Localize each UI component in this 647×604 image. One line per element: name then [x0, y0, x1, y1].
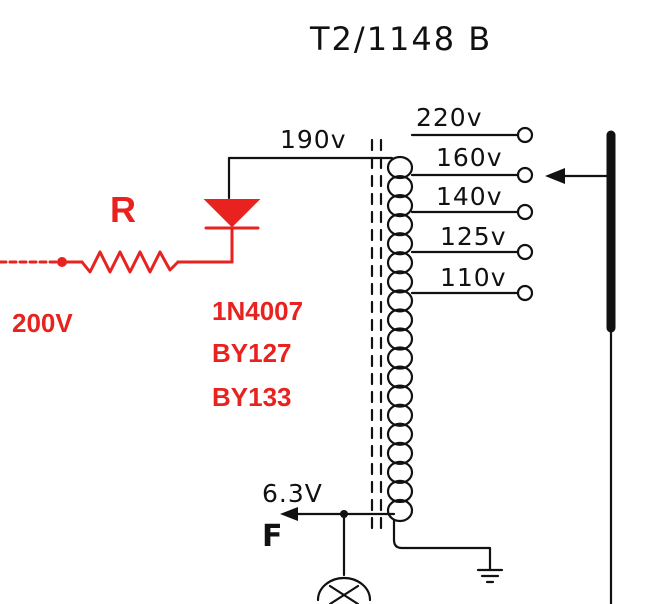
pilot-lamp-cross-2 [328, 584, 360, 604]
selector-arrow-head [545, 168, 565, 184]
input-voltage-label: 200V [12, 308, 73, 338]
coil-turn [386, 213, 414, 237]
ground-wire [392, 518, 492, 572]
pilot-lamp [316, 576, 372, 602]
tap-label-140: 140v [436, 182, 503, 211]
tap-label-110: 110v [440, 263, 507, 292]
tap-terminal-160[interactable] [516, 166, 534, 184]
diode-part-1: 1N4007 [212, 296, 303, 326]
tap-label-160: 160v [436, 143, 503, 172]
coil-turn [386, 441, 414, 465]
filament-voltage-label: 6.3V [262, 479, 323, 508]
tap-terminal-140[interactable] [516, 203, 534, 221]
filament-label: F [262, 519, 283, 554]
diode-symbol [203, 199, 261, 228]
coil-turn [386, 174, 414, 199]
coil-turn [386, 327, 414, 351]
coil-turn [386, 289, 414, 313]
coil-turn [386, 422, 414, 446]
coil-turn [386, 308, 414, 332]
coil-turn [386, 155, 414, 180]
resistor-label: R [110, 189, 136, 230]
tap-terminal-220[interactable] [516, 126, 534, 144]
coil-turn [386, 460, 414, 484]
filament-arrow-head [280, 507, 298, 521]
coil-turn [386, 346, 414, 370]
coil-turn [386, 498, 414, 523]
tap-label-220: 220v [416, 103, 483, 132]
resistor-symbol [80, 250, 180, 274]
coil-turn [386, 232, 414, 256]
diode-part-2: BY127 [212, 338, 292, 368]
transformer-winding [386, 155, 414, 523]
tap-terminal-125[interactable] [516, 243, 534, 261]
coil-turn [386, 403, 414, 427]
coil-turn [386, 194, 414, 218]
tap-label-125: 125v [440, 222, 507, 251]
primary-tap-label: 190v [280, 125, 347, 154]
transformer-title: T2/1148 B [309, 20, 492, 58]
coil-turn [386, 479, 414, 504]
coil-turn [386, 270, 414, 294]
coil-turn [386, 365, 414, 389]
tap-terminal-110[interactable] [516, 284, 534, 302]
coil-turn [386, 251, 414, 275]
diode-part-3: BY133 [212, 382, 292, 412]
coil-turn [386, 384, 414, 408]
